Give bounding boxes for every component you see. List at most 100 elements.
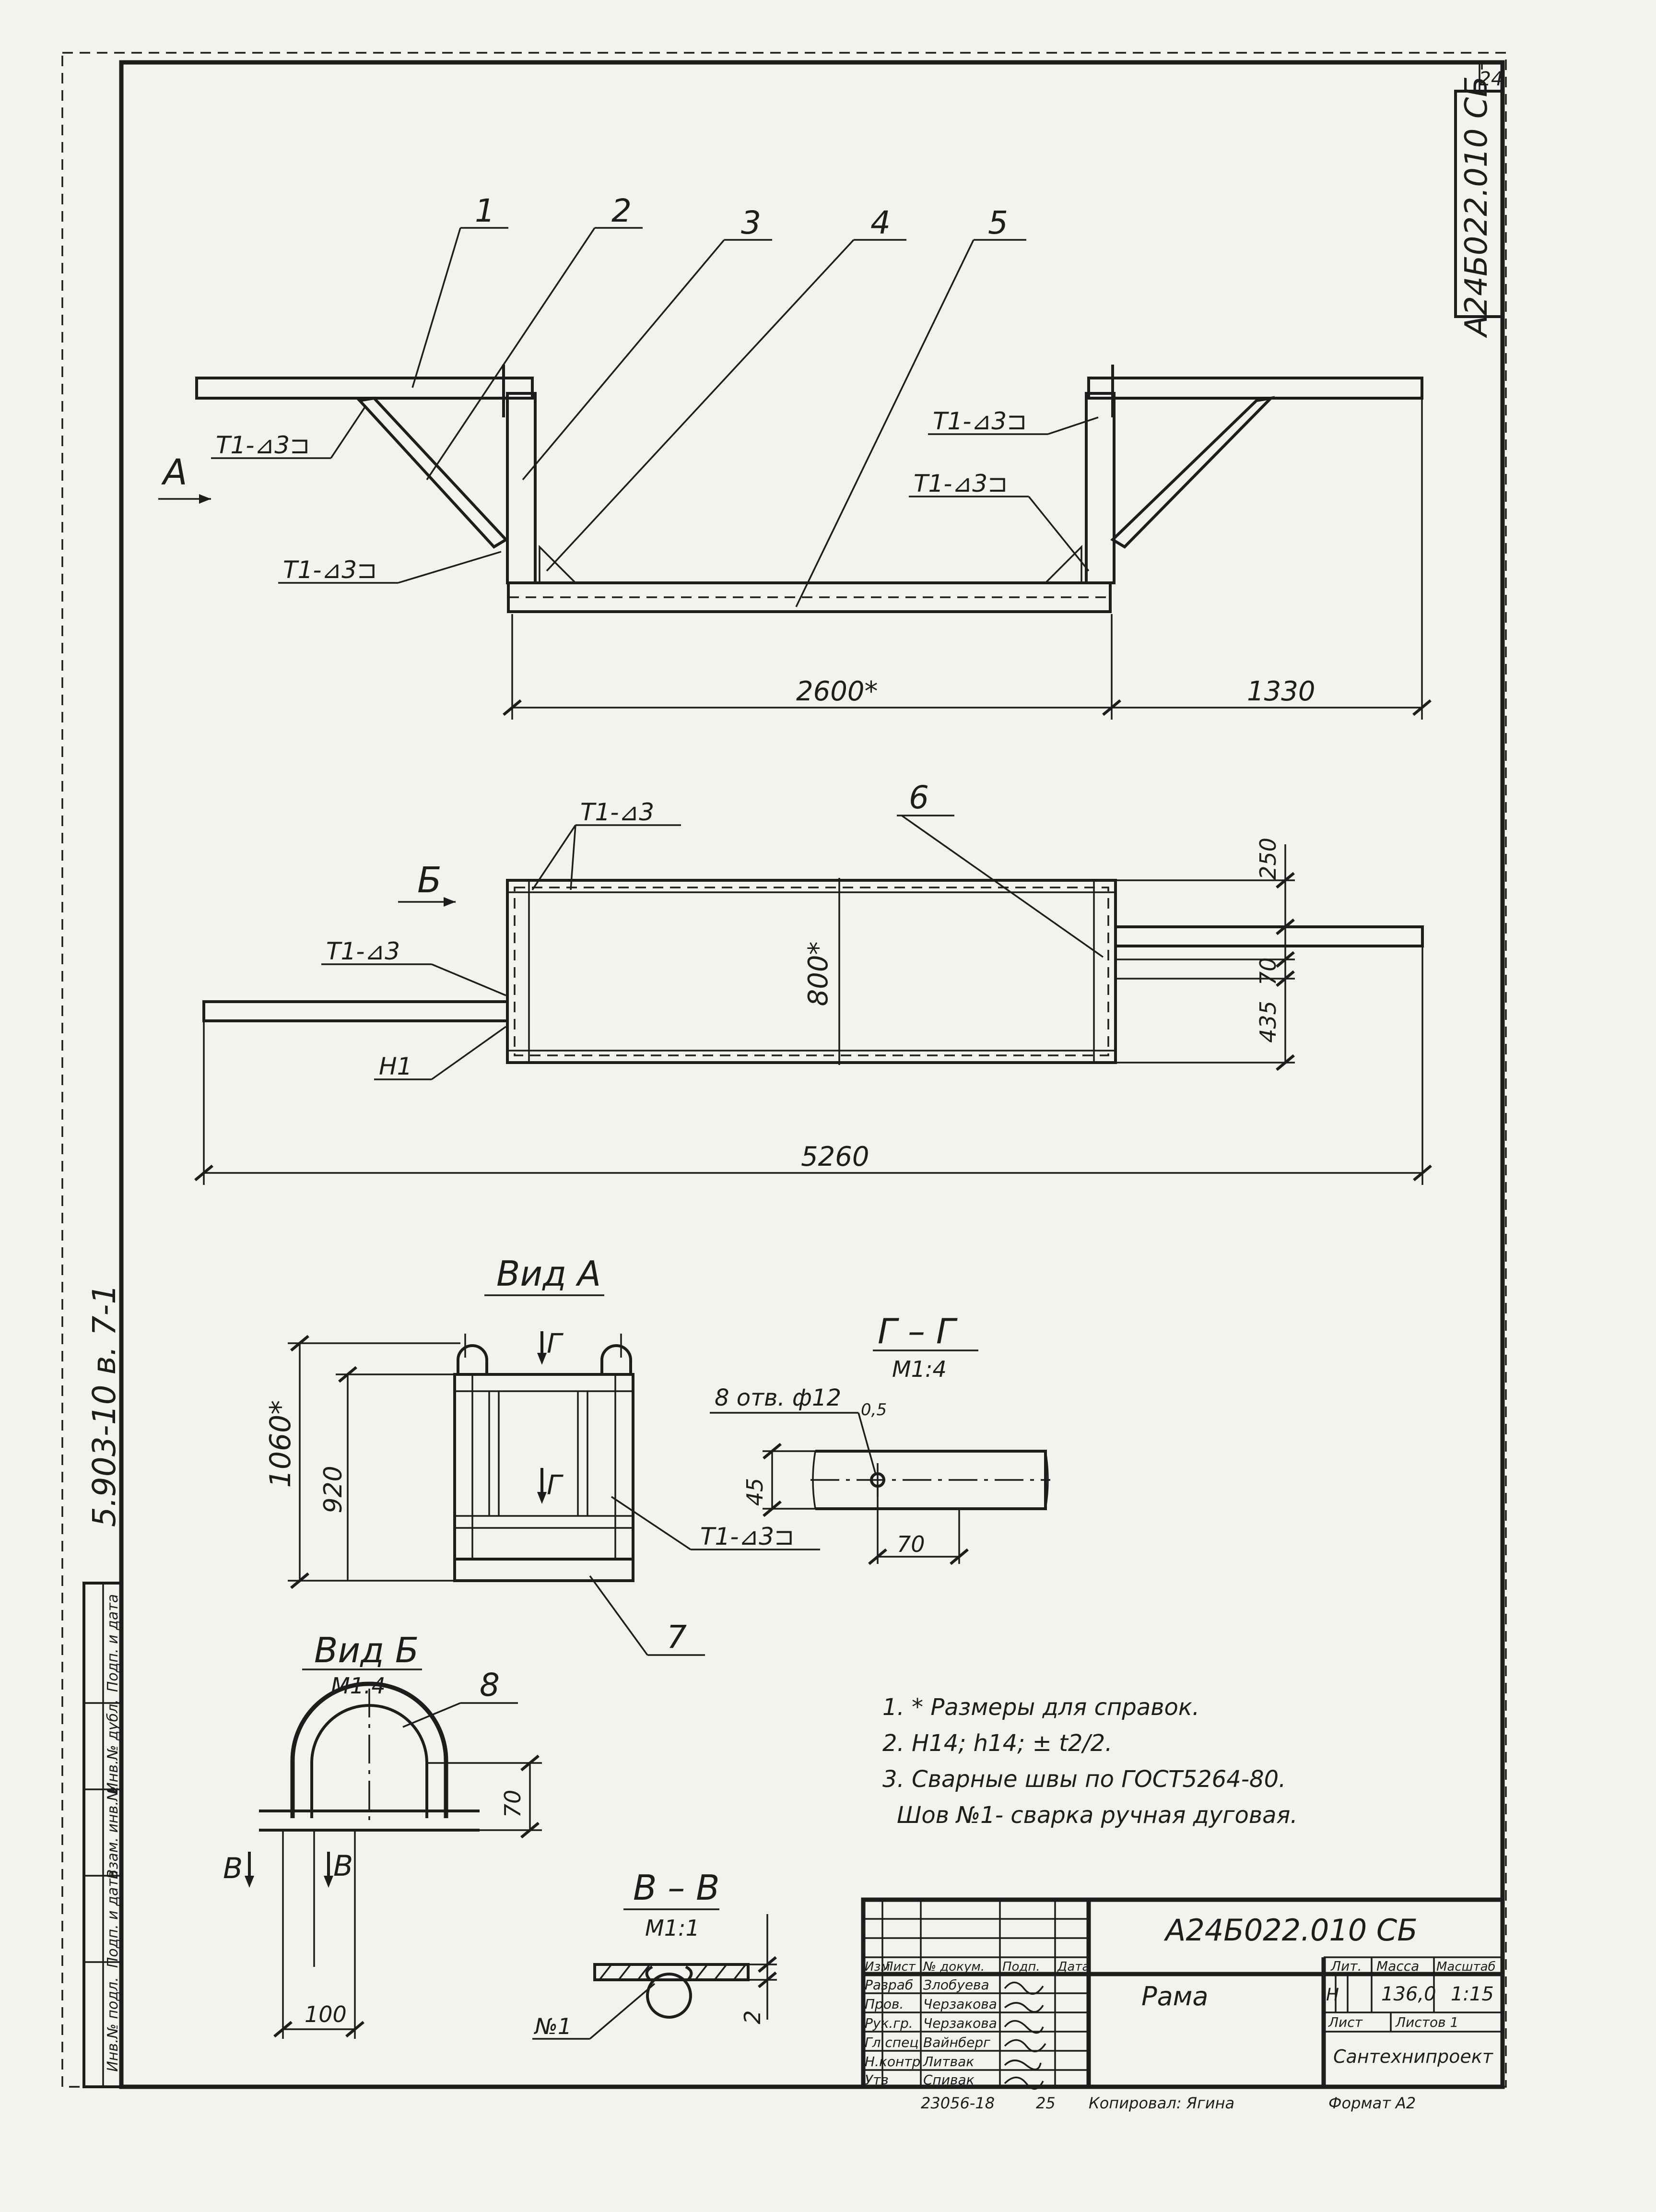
section-gg-title: Г – Г xyxy=(878,1311,958,1351)
note-4: Шов №1- сварка ручная дуговая. xyxy=(897,1802,1298,1829)
section-vv-weld: №1 xyxy=(533,2013,572,2039)
tb-lit-header: Лит. xyxy=(1330,1958,1362,1974)
section-vv-scale: М1:1 xyxy=(645,1915,700,1941)
tb-scale: 1:15 xyxy=(1451,1983,1494,2005)
plan-view-label: Б xyxy=(417,860,442,901)
tb-lit: Н xyxy=(1326,1985,1339,2005)
tb-scale-header: Масштаб xyxy=(1436,1960,1496,1974)
sheet-number: 24 xyxy=(1479,61,1503,92)
plan-dim-gap: 70 xyxy=(1255,958,1281,986)
title-block: Изм Лист № докум. Подп. Дата Разраб Пров… xyxy=(861,1897,1505,2112)
view-a-section-bottom: Г xyxy=(547,1470,564,1501)
plan-dim-top: 250 xyxy=(1255,838,1281,880)
tb-col-doc: № докум. xyxy=(922,1960,985,1974)
tb-role-5: Утв xyxy=(865,2072,889,2088)
view-b: Вид Б М1:4 8 В В 70 1 xyxy=(223,1630,542,2039)
view-b-dim-h: 70 xyxy=(500,1790,526,1818)
designation-box: А24Б022.010 СБ xyxy=(1454,76,1504,338)
plan-view: Б Т1-⊿3 Т1-⊿3 Н1 6 800* 250 70 4 xyxy=(194,779,1432,1185)
front-weld-4: Т1-⊿3⊐ xyxy=(914,470,1008,497)
side-stamp-0: Инв.№ подл. xyxy=(105,1977,121,2071)
side-stamp: Инв.№ подл. Подп. и дата Взам. инв.№ Инв… xyxy=(82,1582,123,2088)
tb-bottom-0: 23056-18 xyxy=(921,2094,995,2112)
front-view-label: А xyxy=(161,452,188,493)
front-weld-2: Т1-⊿3⊐ xyxy=(283,556,377,584)
plan-weld-top: Т1-⊿3 xyxy=(580,798,654,826)
tb-name-2: Черзакова xyxy=(923,2015,997,2031)
plan-weld-left: Т1-⊿3 xyxy=(326,937,400,965)
view-a-pos-7: 7 xyxy=(667,1619,687,1656)
tb-role-0: Разраб xyxy=(865,1977,913,1993)
view-a-dim-inner: 920 xyxy=(319,1466,348,1513)
section-gg-tol: 0,5 xyxy=(861,1400,887,1419)
tb-name-4: Литвак xyxy=(923,2054,974,2070)
side-stamp-2: Взам. инв.№ xyxy=(105,1786,121,1879)
view-a-weld: Т1-⊿3⊐ xyxy=(700,1523,794,1550)
front-dim-overhang: 1330 xyxy=(1247,676,1315,707)
view-b-dim-w: 100 xyxy=(305,2001,347,2027)
tb-col-date: Дата xyxy=(1057,1960,1090,1974)
tb-bottom-1: 25 xyxy=(1036,2094,1056,2112)
front-pos-3: 3 xyxy=(741,204,761,241)
section-vv: В – В М1:1 2 №1 xyxy=(532,1868,777,2040)
plan-weld-code: Н1 xyxy=(379,1053,412,1080)
section-gg-dim-h: 45 xyxy=(742,1478,768,1506)
tb-col-list: Лист xyxy=(883,1960,916,1974)
tb-sheets: Листов 1 xyxy=(1395,2014,1458,2030)
side-stamp-3: Инв.№ дубл. xyxy=(105,1699,121,1793)
tb-name-1: Черзакова xyxy=(923,1996,997,2012)
tb-bottom-3: Формат А2 xyxy=(1328,2094,1416,2112)
section-gg-dim-w: 70 xyxy=(897,1531,925,1557)
tb-org: Сантехнипроект xyxy=(1333,2046,1494,2067)
svg-text:24: 24 xyxy=(1479,68,1503,90)
plan-pos-6: 6 xyxy=(909,779,929,816)
tb-name: Рама xyxy=(1141,1981,1208,2011)
tb-role-2: Рук.гр. xyxy=(865,2015,913,2031)
tb-sheet: Лист xyxy=(1328,2014,1363,2030)
tb-name-3: Вайнберг xyxy=(923,2035,990,2050)
side-code: 5.903-10 в. 7-1 xyxy=(86,1284,123,1527)
section-gg: Г – Г М1:4 8 отв. ф12 0,5 45 70 xyxy=(710,1311,1050,1565)
tb-role-3: Гл.спец xyxy=(865,2035,918,2050)
section-gg-scale: М1:4 xyxy=(892,1356,947,1382)
section-vv-title: В – В xyxy=(633,1868,720,1908)
note-2: 2. Н14; h14; ± t2/2. xyxy=(882,1730,1112,1757)
note-1: 1. * Размеры для справок. xyxy=(882,1694,1199,1721)
note-3: 3. Сварные швы по ГОСТ5264-80. xyxy=(882,1766,1286,1793)
tb-col-izm: Изм xyxy=(865,1960,890,1974)
front-pos-1: 1 xyxy=(475,192,495,229)
front-dim-length: 2600* xyxy=(796,676,878,707)
view-a: Вид А Г Г 1060* 920 xyxy=(264,1254,820,1656)
notes: 1. * Размеры для справок. 2. Н14; h14; ±… xyxy=(882,1694,1298,1829)
view-b-section-left: В xyxy=(223,1852,243,1885)
view-a-title: Вид А xyxy=(496,1254,601,1294)
drawing-frame xyxy=(61,52,1507,2089)
side-stamp-4: Подп. и дата xyxy=(105,1594,121,1692)
plan-dim-overall: 5260 xyxy=(801,1141,869,1172)
view-a-section-top: Г xyxy=(547,1328,564,1360)
view-b-title: Вид Б xyxy=(314,1630,419,1670)
view-a-dim-height: 1060* xyxy=(264,1400,297,1488)
plan-dim-width: 800* xyxy=(803,942,834,1006)
tb-role-4: Н.контр xyxy=(865,2054,920,2070)
tb-mass: 136,0 xyxy=(1381,1983,1436,2005)
tb-bottom-2: Копировал: Ягина xyxy=(1089,2094,1234,2112)
side-stamp-1: Подп. и дата xyxy=(105,1870,121,1968)
section-vv-dim: 2 xyxy=(740,2010,765,2024)
front-pos-4: 4 xyxy=(870,204,891,241)
view-b-pos-8: 8 xyxy=(480,1667,500,1703)
tb-mass-header: Масса xyxy=(1376,1958,1419,1974)
front-pos-5: 5 xyxy=(988,204,1008,241)
tb-name-5: Спивак xyxy=(923,2072,975,2088)
section-gg-holes: 8 отв. ф12 xyxy=(715,1384,841,1411)
tb-designation: А24Б022.010 СБ xyxy=(1163,1913,1418,1948)
plan-dim-bottom: 435 xyxy=(1255,1001,1281,1043)
front-weld-1: Т1-⊿3⊐ xyxy=(216,431,310,459)
front-weld-3: Т1-⊿3⊐ xyxy=(933,407,1027,435)
front-pos-2: 2 xyxy=(611,192,632,229)
tb-col-sign: Подп. xyxy=(1002,1960,1040,1974)
tb-name-0: Злобуева xyxy=(923,1977,989,1993)
front-view: А 1 2 3 4 5 Т1-⊿3⊐ Т1-⊿3⊐ Т1-⊿3⊐ Т1-⊿3⊐ xyxy=(158,192,1432,720)
view-b-section-right: В xyxy=(333,1849,353,1883)
